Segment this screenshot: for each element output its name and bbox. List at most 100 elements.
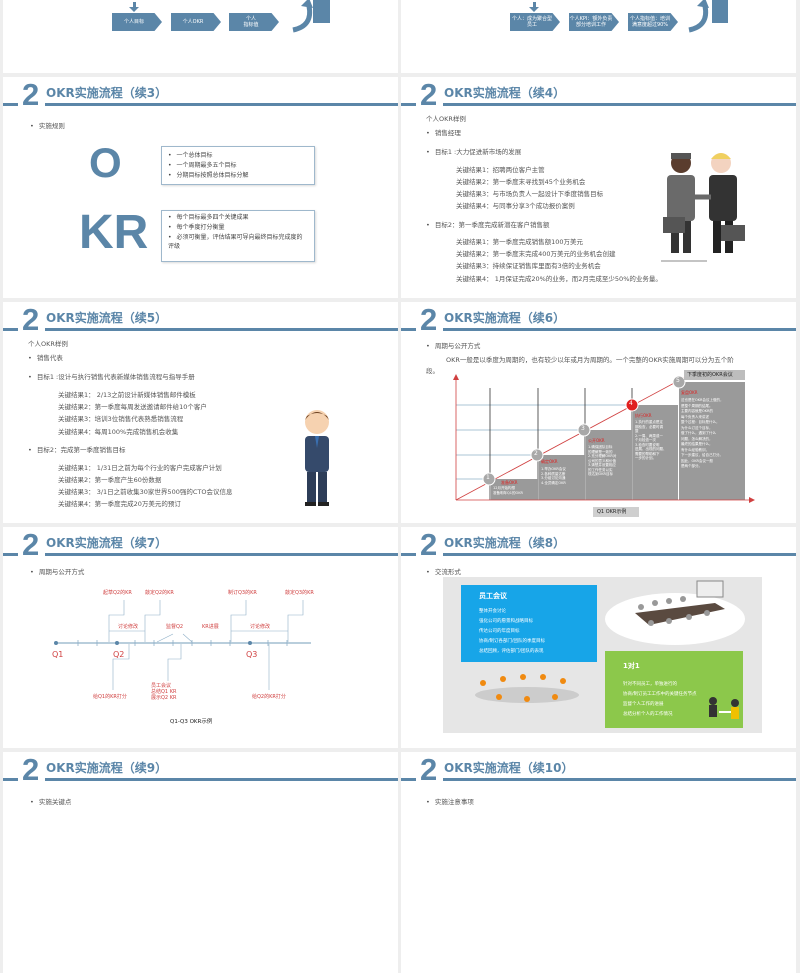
step-box [586,430,632,500]
step-name: 复盘OKR [681,390,698,395]
card-item: 针对不同员工，单独进行的 [623,682,677,687]
key-result: 关键结果1：招聘两位客户主管 [456,166,545,174]
header-line [443,103,796,106]
slide-okr-process-10: 2 OKR实施流程（续10） 实施注意事项 [401,752,796,973]
timeline [54,600,311,690]
quarter-label: Q2 [113,650,125,659]
bullet: 周期与公开方式 [426,340,481,350]
card-title: 员工会议 [479,592,507,600]
section-number: 2 [420,527,438,562]
key-result: 关键结果2：第一季度末寻找到45个业务机会 [456,178,586,186]
timeline-label: 讨论修改 [118,624,139,630]
timeline-label: 展示Q2 KR [151,695,177,701]
key-result: 关键结果3： 3/1日之前收集30家世界500强的CTO会议信息 [58,488,233,496]
header-dash [401,553,416,556]
step-name: 准备OKR [501,480,518,485]
handshake-illustration [661,153,745,262]
bullet: 实施规则 [30,120,65,130]
slide-okr-process-6: 2 OKR实施流程（续6） 周期与公开方式 OKR一般是以季度为周期的，也有较少… [401,302,796,523]
goal: 目标1 :大力促进新市场的发展 [426,146,521,156]
key-result: 关键结果4： 1月保证完成20%的业务，而2月完成至少50%的业务量。 [456,275,662,283]
timeline-label: 给Q1的KR打分 [93,694,127,700]
section-number: 2 [22,752,40,787]
key-result: 关键结果2：第一季度末完成400万美元的业务机会创建 [456,250,616,258]
boardroom-meeting-image [605,580,745,645]
slide-okr-process-3: 2 OKR实施流程（续3） 实施规则 O 一个总体目标 一个周期最多五个目标 分… [3,77,398,298]
kr-rules-box: 每个目标最多四个关键成果 每个季度打分衡量 必须可衡量，评估结果可导向最终目标完… [161,210,315,262]
bullet: 交流形式 [426,566,461,576]
flow-step: 个人：成为聚合型员工 [510,13,560,31]
key-result: 关键结果2：第一季度每周发送邀请邮件给10个客户 [58,403,207,411]
one-on-one-card: 1对1 针对不同员工，单独进行的 协商/制订员工工作中的关键任务节点 监督个人工… [605,651,743,728]
rule-item: 每个目标最多四个关键成果 [168,213,308,223]
role: 销售经理 [426,127,461,137]
header-line [45,328,398,331]
header-line [443,778,796,781]
flow-step: 个人 指标值 [229,13,279,31]
section-number: 2 [420,302,438,337]
slide-okr-process-5: 2 OKR实施流程（续5） 个人OKR样例 销售代表 目标1 :设计与执行销售代… [3,302,398,523]
step-text: 1.执行的重点是定 期检查，必要时调 整 2.一周、两周或一 个月检查一次 3.… [635,420,667,460]
key-result: 关键结果1：第一季度完成销售额100万美元 [456,238,584,246]
card-item: 整体开会讨论 [479,609,506,614]
key-result: 关键结果1： 1/31日之前为每个行业的客户完成客户计划 [58,464,222,472]
section-number: 2 [420,752,438,787]
card-item: 强化公司的愿景和战略目标 [479,619,533,624]
header-dash [401,328,416,331]
key-result: 关键结果3：与市场负责人一起设计下季度销售目标 [456,190,604,198]
quarter-label: Q1 [52,650,64,659]
step-number: 4 [629,400,633,407]
card-item: 传达公司的年度目标 [479,629,520,634]
step-text: 1.举办OKR会议 2.各种质量达断 3.分组讨论沟通 4.全员确定OKR [541,467,566,485]
o-rules-box: 一个总体目标 一个周期最多五个目标 分期目标按照总体目标分解 [161,146,315,185]
header-dash [401,778,416,781]
step-markers [482,375,686,486]
header-line [45,553,398,556]
q1-dot [54,641,58,645]
step-number: 2 [534,450,538,457]
step-marker [672,375,686,389]
step-number: 3 [581,425,585,432]
paragraph-cont: 段。 [426,367,439,375]
next-meeting-label: 下季度初的OKR会议 [687,372,733,378]
rule-item: 每个季度打分衡量 [168,223,308,233]
slide-title: OKR实施流程（续10） [444,761,574,775]
step-box [633,405,678,500]
timeline-label: 员工会议 [151,683,172,689]
card-title: 1对1 [623,662,640,670]
staff-meeting-card: 员工会议 整体开会讨论 强化公司的愿景和战略目标 传达公司的年度目标 协商/制订… [461,585,597,662]
card-item: 总结回顾，评估部门/团队的表现 [479,649,544,654]
step-name: 确定OKR [541,459,558,464]
key-result: 关键结果4：与同事分享3个成功报价案例 [456,202,575,210]
step-text: 12月开始构想 准备明年Q1的OKR [493,486,523,495]
slide-okr-process-7: 2 OKR实施流程（续7） 周期与公开方式 Q1 Q2 Q3 起草Q2的KR 敲… [3,527,398,748]
key-result: 关键结果1： 2/13之前设计新媒体销售邮件模板 [58,391,196,399]
step-number: 1 [486,474,490,481]
header-dash [3,103,18,106]
role: 销售代表 [28,352,63,362]
timeline-label: 总结Q1 KR [151,689,177,695]
section-number: 2 [22,302,40,337]
okr-cycle-diagram [453,370,755,517]
header-dash [3,328,18,331]
step-name: 执行OKR [635,413,652,418]
down-arrow-icon [133,2,136,8]
step-text: 这也是在OKR会议上做的， 是整个周期的结尾。 主要内容就是OKR的 每个负责人… [681,398,724,468]
timeline-label: 监督Q2 [166,624,184,630]
header-dash [3,778,18,781]
goal: 目标1 :设计与执行销售代表新媒体销售流程与指导手册 [28,371,195,381]
card-item: 协商/制订各部门/团队的季度目标 [479,639,546,644]
step-marker [530,448,544,462]
card-item: 监督个人工作的进展 [623,702,664,707]
timeline-label: 起草Q2的KR [103,590,132,596]
curved-arrow-icon [292,0,330,33]
bullet: 周期与公开方式 [30,566,85,576]
diagram-caption: Q1 OKR示例 [597,509,627,515]
header-dash [401,103,416,106]
header-line [443,553,796,556]
card-item: 总结分析个人的工作情况 [623,712,673,717]
down-arrow-head-icon [529,7,539,12]
step-marker [577,423,591,437]
slide-title: OKR实施流程（续6） [444,311,566,325]
slide-title: OKR实施流程（续8） [444,536,566,550]
